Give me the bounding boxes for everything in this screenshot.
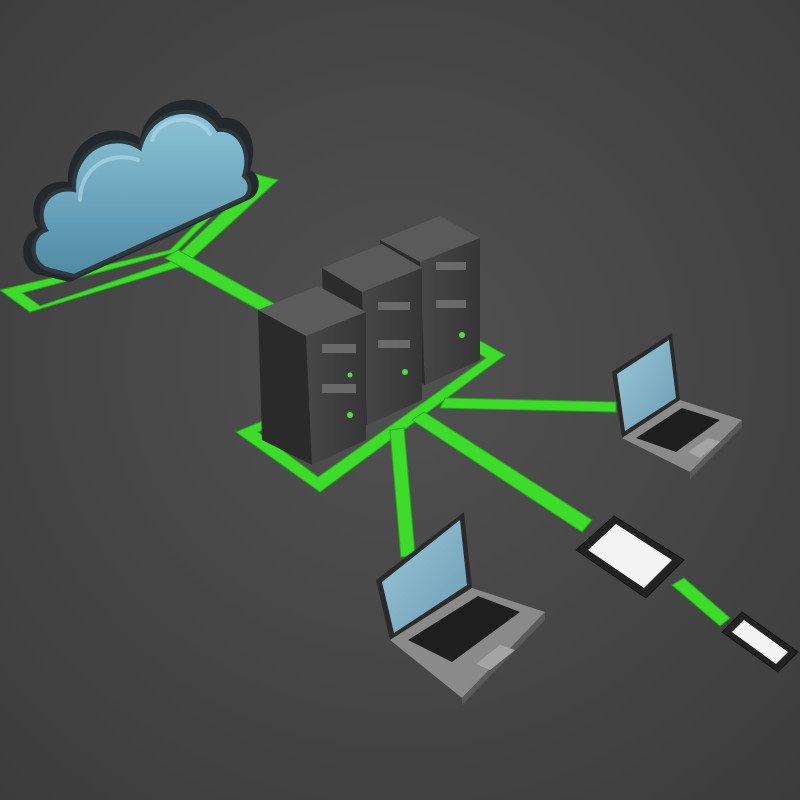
server-unit-2-vent-2 [378,340,410,348]
laptop-right-base-edge [690,420,742,479]
tablet-screen [588,524,672,588]
server-unit-1 [258,286,366,465]
server-unit-1-side [258,310,312,465]
server-unit-1-led-2 [347,372,353,378]
link-server-to-laptop-right [439,397,617,413]
server-unit-1-led [347,412,353,418]
server-unit-3-front [420,238,480,385]
server-unit-2-led [402,369,408,375]
smartphone-icon [721,611,799,673]
server-unit-3-vent [436,262,466,270]
laptop-bottom-keyboard [408,596,520,662]
cloud-icon [23,99,259,282]
link-tablet-to-phone [671,577,731,627]
link-server-to-tablet [411,411,593,533]
laptop-bottom-touchpad [476,645,515,670]
laptop-right-screen [617,340,676,431]
server-unit-2-top [322,244,422,292]
cloud-body [31,109,252,279]
server-unit-1-top [258,286,366,336]
cloud-highlight [78,155,140,202]
server-unit-1-vent [322,344,356,353]
server-rack-icon [258,216,480,465]
server-unit-1-vent-2 [322,384,356,393]
server-unit-2-vent [378,302,410,310]
laptop-bottom-icon [376,512,545,705]
smartphone-screen [732,620,788,664]
server-unit-3-led [459,332,465,338]
laptop-right-touchpad [688,438,720,458]
server-unit-3-vent-2 [436,300,466,308]
laptop-right-icon [612,333,742,479]
laptop-right-keyboard [636,408,720,452]
laptop-bottom-screen [382,520,467,633]
cloud-highlight-2 [150,117,212,142]
server-unit-3-top [380,216,480,262]
tablet-icon [575,515,685,599]
